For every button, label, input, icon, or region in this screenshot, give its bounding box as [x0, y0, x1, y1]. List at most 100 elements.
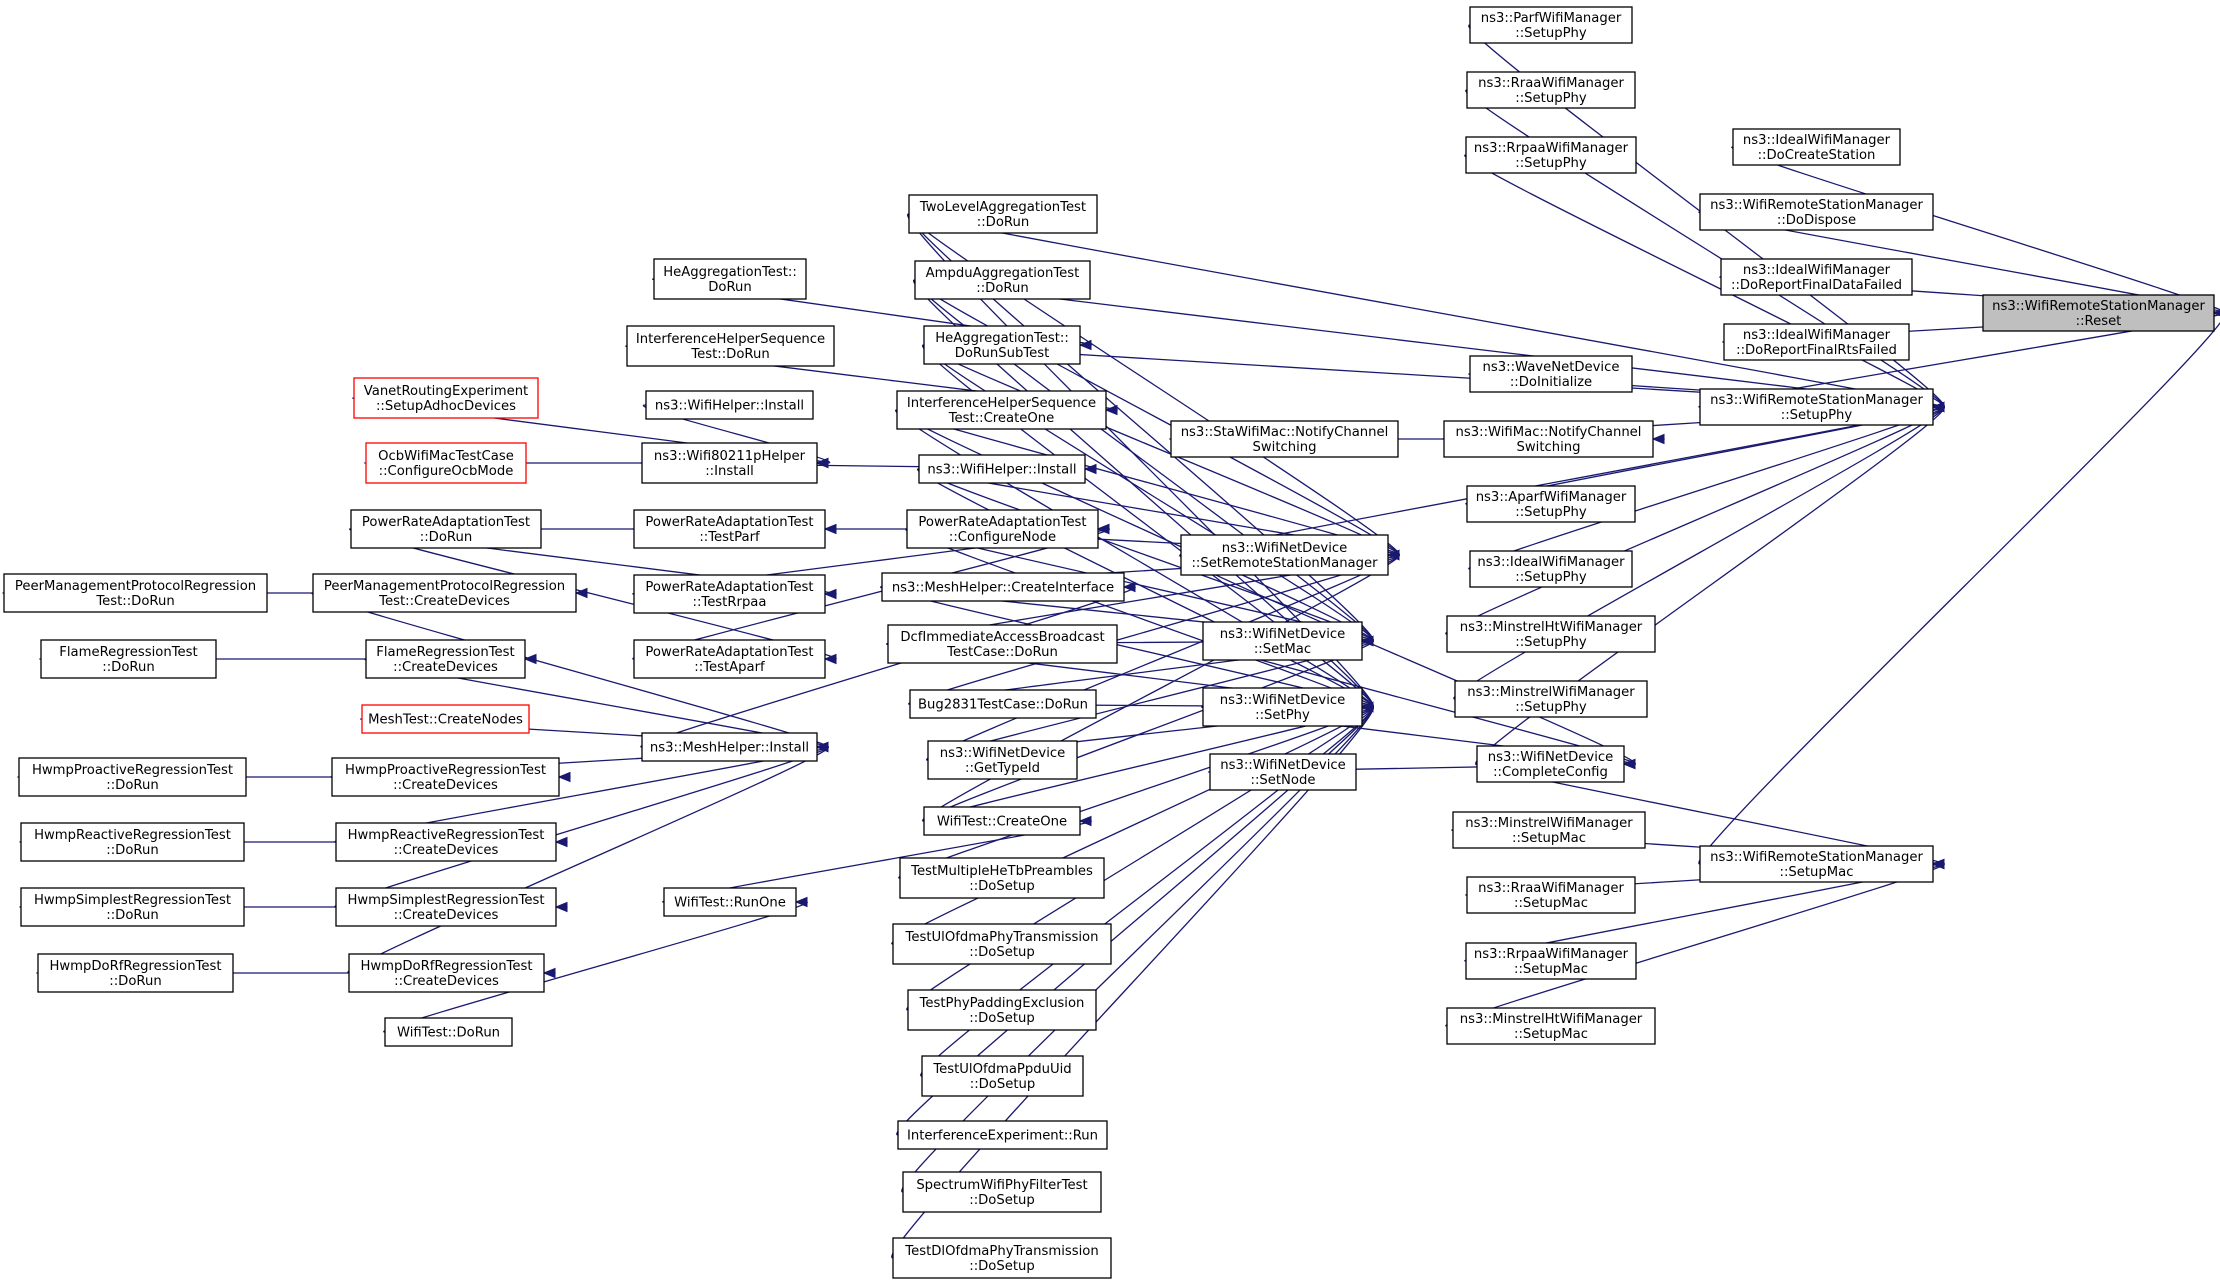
function-node[interactable]: ns3::IdealWifiManager::DoReportFinalData… — [1720, 258, 1913, 296]
function-node[interactable]: FlameRegressionTest::CreateDevices — [365, 639, 526, 679]
function-node[interactable]: TwoLevelAggregationTest::DoRun — [908, 194, 1098, 234]
call-edge — [908, 213, 1945, 413]
node-label: DoRunSubTest — [955, 346, 1050, 361]
node-label: ::DoSetup — [969, 1011, 1035, 1026]
node-label: HwmpSimplestRegressionTest — [347, 893, 544, 908]
function-node[interactable]: TestUlOfdmaPpduUid::DoSetup — [921, 1055, 1084, 1097]
function-node[interactable]: HwmpDoRfRegressionTest::DoRun — [37, 953, 234, 993]
node-label: ::DoSetup — [969, 1193, 1035, 1208]
function-node[interactable]: TestUlOfdmaPhyTransmission::DoSetup — [892, 923, 1112, 965]
function-node[interactable]: ns3::IdealWifiManager::DoCreateStation — [1732, 128, 1901, 166]
function-node[interactable]: HwmpReactiveRegressionTest::DoRun — [20, 822, 245, 862]
function-node[interactable]: MeshTest::CreateNodes — [361, 704, 530, 734]
node-label: TwoLevelAggregationTest — [919, 200, 1086, 215]
function-node[interactable]: ns3::MeshHelper::CreateInterface — [881, 572, 1125, 602]
function-node[interactable]: WifiTest::DoRun — [384, 1017, 513, 1047]
function-node[interactable]: ns3::WifiNetDevice::SetRemoteStationMana… — [1180, 534, 1389, 576]
function-node[interactable]: PowerRateAdaptationTest::TestRrpaa — [633, 574, 826, 614]
node-label: ns3::RrpaaWifiManager — [1474, 947, 1629, 962]
function-node[interactable]: Bug2831TestCase::DoRun — [909, 689, 1097, 719]
function-node[interactable]: ns3::WifiNetDevice::SetNode — [1209, 753, 1357, 791]
function-node[interactable]: InterferenceExperiment::Run — [897, 1120, 1108, 1150]
function-node[interactable]: ns3::WifiNetDevice::SetMac — [1202, 621, 1363, 661]
function-node[interactable]: PowerRateAdaptationTest::TestParf — [633, 509, 826, 549]
node-label: ns3::WifiNetDevice — [1222, 541, 1347, 556]
node-label: InterferenceExperiment::Run — [907, 1129, 1098, 1144]
node-label: PowerRateAdaptationTest — [645, 580, 813, 595]
node-label: WifiTest::DoRun — [397, 1026, 500, 1041]
function-node[interactable]: ns3::MeshHelper::Install — [641, 732, 818, 762]
function-node[interactable]: ns3::IdealWifiManager::DoReportFinalRtsF… — [1723, 323, 1910, 361]
function-node[interactable]: AmpduAggregationTest::DoRun — [914, 260, 1091, 300]
function-node[interactable]: PowerRateAdaptationTest::ConfigureNode — [906, 509, 1099, 549]
function-node[interactable]: HwmpSimplestRegressionTest::CreateDevice… — [335, 887, 557, 927]
function-node[interactable]: ns3::IdealWifiManager::SetupPhy — [1469, 550, 1633, 588]
node-label: TestMultipleHeTbPreambles — [910, 864, 1093, 879]
node-label: HwmpProactiveRegressionTest — [32, 763, 233, 778]
node-label: ns3::WifiNetDevice — [1220, 693, 1345, 708]
node-label: ::CreateDevices — [393, 778, 498, 793]
node-label: HeAggregationTest:: — [663, 265, 797, 280]
function-node[interactable]: WifiTest::RunOne — [663, 887, 797, 917]
function-node[interactable]: HwmpSimplestRegressionTest::DoRun — [20, 887, 245, 927]
node-label: ::GetTypeId — [965, 761, 1040, 776]
function-node[interactable]: DcfImmediateAccessBroadcastTestCase::DoR… — [887, 624, 1118, 664]
function-node[interactable]: HwmpDoRfRegressionTest::CreateDevices — [348, 953, 545, 993]
function-node[interactable]: OcbWifiMacTestCase::ConfigureOcbMode — [365, 442, 527, 484]
function-node[interactable]: VanetRoutingExperiment::SetupAdhocDevice… — [353, 377, 539, 419]
function-node[interactable]: ns3::WifiNetDevice::GetTypeId — [927, 740, 1078, 780]
function-node[interactable]: TestDlOfdmaPhyTransmission::DoSetup — [892, 1237, 1112, 1279]
function-node[interactable]: PowerRateAdaptationTest::DoRun — [350, 509, 542, 549]
function-node[interactable]: TestPhyPaddingExclusion::DoSetup — [907, 989, 1097, 1031]
node-label: ::SetupPhy — [1515, 635, 1587, 650]
function-node[interactable]: FlameRegressionTest::DoRun — [40, 639, 217, 679]
function-node[interactable]: ns3::RrpaaWifiManager::SetupPhy — [1465, 136, 1637, 174]
node-label: ::CreateDevices — [394, 843, 499, 858]
function-node[interactable]: PowerRateAdaptationTest::TestAparf — [633, 639, 826, 679]
function-node[interactable]: HwmpProactiveRegressionTest::CreateDevic… — [331, 757, 560, 797]
function-node[interactable]: HeAggregationTest::DoRun — [653, 258, 807, 300]
function-node[interactable]: ns3::WaveNetDevice::DoInitialize — [1469, 355, 1633, 393]
function-node[interactable]: ns3::RraaWifiManager::SetupPhy — [1466, 71, 1636, 109]
node-label: ns3::RrpaaWifiManager — [1474, 141, 1629, 156]
function-node[interactable]: ns3::WifiRemoteStationManager::SetupPhy — [1699, 388, 1934, 426]
function-node[interactable]: ns3::MinstrelWifiManager::SetupMac — [1452, 811, 1646, 849]
function-node[interactable]: ns3::RrpaaWifiManager::SetupMac — [1465, 942, 1637, 980]
function-node[interactable]: ns3::WifiRemoteStationManager::DoDispose — [1699, 193, 1934, 231]
node-label: Test::CreateOne — [948, 411, 1055, 426]
node-label: Test::CreateDevices — [378, 594, 510, 609]
function-node[interactable]: ns3::MinstrelHtWifiManager::SetupMac — [1446, 1007, 1656, 1045]
node-label: Switching — [1253, 440, 1317, 455]
function-node[interactable]: ns3::WifiRemoteStationManager::SetupMac — [1699, 845, 1934, 883]
function-node[interactable]: ns3::MinstrelWifiManager::SetupPhy — [1454, 680, 1648, 718]
function-node[interactable]: ns3::WifiNetDevice::SetPhy — [1202, 687, 1363, 727]
function-node[interactable]: HwmpProactiveRegressionTest::DoRun — [18, 757, 247, 797]
function-node[interactable]: ns3::AparfWifiManager::SetupPhy — [1466, 485, 1636, 523]
function-node[interactable]: ns3::ParfWifiManager::SetupPhy — [1469, 6, 1633, 44]
function-node[interactable]: TestMultipleHeTbPreambles::DoSetup — [899, 857, 1105, 899]
node-label: ::CreateDevices — [394, 908, 499, 923]
node-label: ::DoRun — [976, 281, 1028, 296]
node-label: PowerRateAdaptationTest — [918, 515, 1086, 530]
function-node[interactable]: PeerManagementProtocolRegressionTest::Do… — [3, 573, 268, 613]
function-node[interactable]: WifiTest::CreateOne — [923, 806, 1081, 836]
function-node[interactable]: PeerManagementProtocolRegressionTest::Cr… — [312, 573, 577, 613]
function-node[interactable]: InterferenceHelperSequenceTest::CreateOn… — [896, 390, 1107, 430]
function-node[interactable]: ns3::WifiNetDevice::CompleteConfig — [1476, 745, 1625, 783]
node-label: ns3::MinstrelHtWifiManager — [1460, 1012, 1643, 1027]
function-node[interactable]: ns3::RraaWifiManager::SetupMac — [1466, 876, 1636, 914]
node-label: InterferenceHelperSequence — [636, 332, 825, 347]
node-label: FlameRegressionTest — [59, 645, 197, 660]
function-node[interactable]: SpectrumWifiPhyFilterTest::DoSetup — [902, 1171, 1102, 1213]
function-node[interactable]: HwmpReactiveRegressionTest::CreateDevice… — [335, 822, 557, 862]
function-node[interactable]: ns3::WifiHelper::Install — [918, 454, 1086, 484]
function-node[interactable]: ns3::WifiHelper::Install — [645, 390, 814, 420]
function-node[interactable]: HeAggregationTest::DoRunSubTest — [923, 325, 1081, 365]
node-label: ns3::WifiNetDevice — [1220, 627, 1345, 642]
node-label: ::DoRun — [106, 843, 158, 858]
function-node[interactable]: ns3::Wifi80211pHelper::Install — [641, 442, 818, 484]
function-node[interactable]: ns3::MinstrelHtWifiManager::SetupPhy — [1446, 615, 1656, 653]
